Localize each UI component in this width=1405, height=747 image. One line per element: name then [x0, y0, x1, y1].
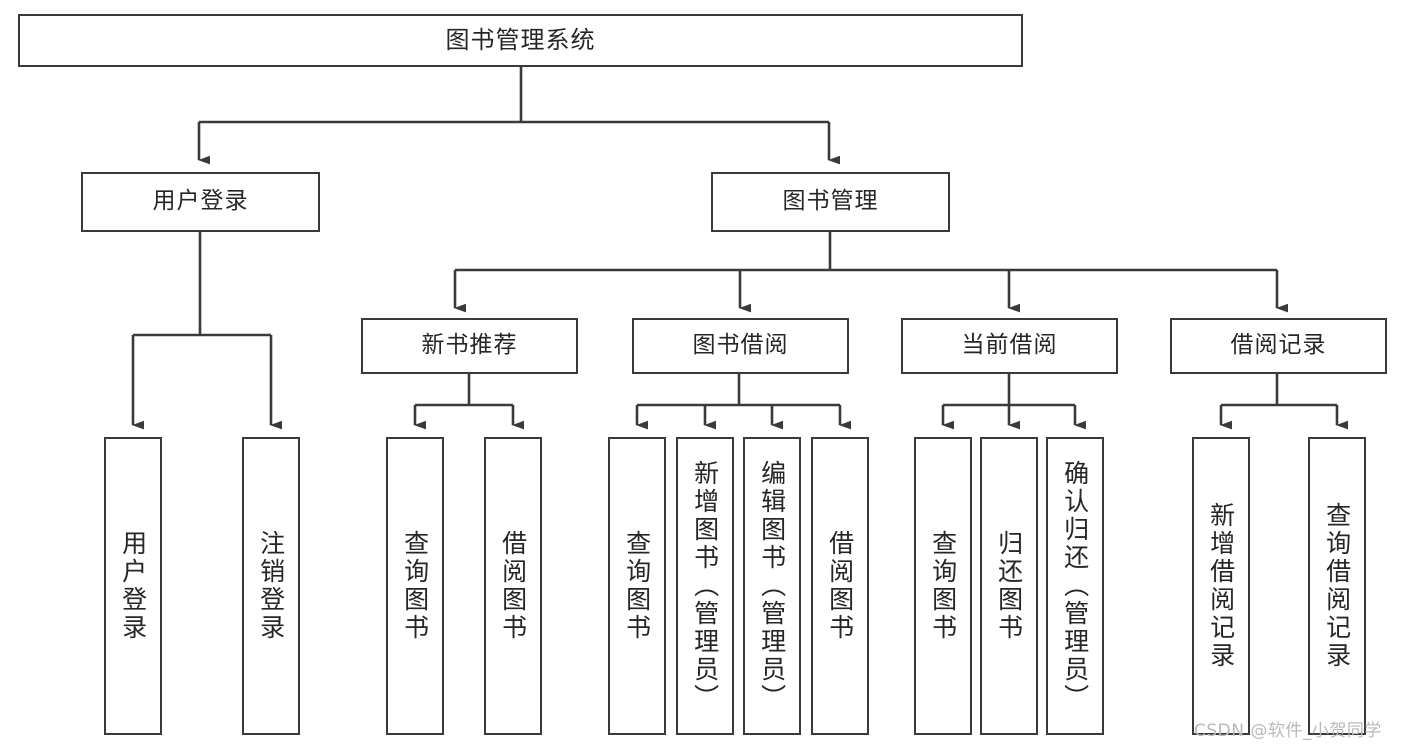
leaf-logout[interactable]: 注销登录 [242, 437, 300, 735]
node-root-label: 图书管理系统 [445, 26, 596, 55]
leaf-add-borrow-record[interactable]: 新增借阅记录 [1192, 437, 1250, 735]
leaf-borrow-book-2[interactable]: 借阅图书 [811, 437, 869, 735]
leaf-query-borrow-record-label: 查询借阅记录 [1322, 502, 1352, 670]
leaf-confirm-return-label: 确认归还（管理员） [1060, 460, 1090, 712]
node-user-login[interactable]: 用户登录 [81, 172, 320, 232]
node-current-borrow-label: 当前借阅 [961, 332, 1058, 359]
node-book-manage-label: 图书管理 [782, 188, 879, 215]
leaf-add-book-label: 新增图书（管理员） [690, 460, 720, 712]
leaf-borrow-book-2-label: 借阅图书 [825, 530, 855, 642]
leaf-logout-label: 注销登录 [256, 530, 286, 642]
leaf-query-book-1[interactable]: 查询图书 [386, 437, 444, 735]
leaf-add-book[interactable]: 新增图书（管理员） [676, 437, 734, 735]
leaf-query-book-3-label: 查询图书 [928, 530, 958, 642]
node-borrow-record-label: 借阅记录 [1230, 332, 1327, 359]
leaf-confirm-return[interactable]: 确认归还（管理员） [1046, 437, 1104, 735]
leaf-borrow-book-1[interactable]: 借阅图书 [484, 437, 542, 735]
leaf-query-book-2[interactable]: 查询图书 [608, 437, 666, 735]
leaf-return-book[interactable]: 归还图书 [980, 437, 1038, 735]
watermark-text: CSDN @软件_小贺同学 [1194, 721, 1382, 741]
node-root[interactable]: 图书管理系统 [18, 14, 1023, 67]
leaf-add-borrow-record-label: 新增借阅记录 [1206, 502, 1236, 670]
leaf-return-book-label: 归还图书 [994, 530, 1024, 642]
leaf-user-login-label: 用户登录 [118, 530, 148, 642]
node-book-borrow[interactable]: 图书借阅 [632, 318, 849, 374]
node-new-book-recommend-label: 新书推荐 [421, 332, 518, 359]
leaf-query-book-2-label: 查询图书 [622, 530, 652, 642]
leaf-query-book-1-label: 查询图书 [400, 530, 430, 642]
leaf-user-login[interactable]: 用户登录 [104, 437, 162, 735]
node-current-borrow[interactable]: 当前借阅 [901, 318, 1118, 374]
node-new-book-recommend[interactable]: 新书推荐 [361, 318, 578, 374]
node-user-login-label: 用户登录 [152, 188, 249, 215]
node-book-borrow-label: 图书借阅 [692, 332, 789, 359]
leaf-edit-book[interactable]: 编辑图书（管理员） [743, 437, 801, 735]
leaf-query-borrow-record[interactable]: 查询借阅记录 [1308, 437, 1366, 735]
node-borrow-record[interactable]: 借阅记录 [1170, 318, 1387, 374]
leaf-query-book-3[interactable]: 查询图书 [914, 437, 972, 735]
node-book-manage[interactable]: 图书管理 [711, 172, 950, 232]
leaf-borrow-book-1-label: 借阅图书 [498, 530, 528, 642]
leaf-edit-book-label: 编辑图书（管理员） [757, 460, 787, 712]
